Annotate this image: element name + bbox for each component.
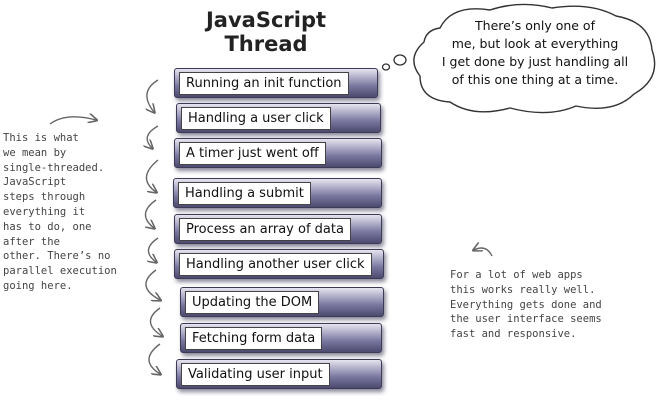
left-annotation: This is what we mean by single-threaded.… — [3, 131, 117, 294]
task-label: Handling a user click — [181, 107, 331, 130]
task-label: Fetching form data — [185, 327, 323, 350]
note-line: this works really well. — [450, 283, 596, 296]
task-label: Handling a submit — [178, 182, 311, 205]
note-line: single-threaded. — [3, 161, 105, 174]
note-line: has to do, one — [3, 220, 92, 233]
note-line: steps through — [3, 191, 86, 204]
note-line: JavaScript — [3, 176, 67, 189]
thought-dot-large — [393, 54, 407, 66]
title-line-2: Thread — [224, 32, 308, 56]
thought-cloud-shape — [413, 3, 656, 114]
task-block: Updating the DOM — [180, 287, 384, 317]
task-block: Fetching form data — [180, 323, 382, 353]
step-arrow — [148, 237, 158, 262]
step-arrow — [148, 343, 160, 374]
task-label: Process an array of data — [179, 218, 351, 241]
task-label: A timer just went off — [179, 142, 326, 165]
note-arrow-right — [474, 248, 493, 257]
right-annotation: For a lot of web apps this works really … — [450, 268, 602, 342]
note-line: we mean by — [3, 146, 67, 159]
note-line: Everything gets done and — [450, 298, 602, 311]
task-label: Running an init function — [179, 72, 349, 95]
note-line: For a lot of web apps — [450, 269, 583, 281]
task-block: Process an array of data — [174, 214, 382, 244]
note-line: going here. — [3, 279, 73, 292]
step-arrow — [145, 159, 158, 192]
note-line: the user interface seems — [450, 313, 602, 326]
step-arrow — [149, 307, 162, 336]
thought-bubble-text: There’s only one of me, but look at ever… — [428, 17, 642, 89]
task-block: Handling a user click — [176, 103, 381, 133]
note-line: everything it — [3, 205, 86, 218]
step-arrow — [144, 199, 156, 228]
note-line: This is what — [3, 132, 79, 144]
note-line: other. There’s no — [3, 250, 111, 263]
task-label: Handling another user click — [179, 253, 372, 276]
task-label: Updating the DOM — [185, 291, 320, 314]
thought-line: of this one thing at a time. — [451, 72, 619, 87]
thought-line: me, but look at everything — [451, 36, 619, 51]
task-block: A timer just went off — [174, 138, 382, 168]
thought-line: There’s only one of — [475, 18, 595, 33]
note-line: fast and responsive. — [450, 328, 577, 341]
note-line: parallel execution — [3, 265, 117, 278]
title-line-1: JavaScript — [205, 8, 327, 32]
diagram-title: JavaScript Thread — [196, 8, 336, 56]
step-arrow — [147, 125, 159, 148]
task-label: Validating user input — [181, 363, 330, 386]
task-block: Handling another user click — [174, 249, 384, 279]
task-block: Running an init function — [174, 68, 378, 98]
note-arrow-left — [49, 117, 96, 125]
thought-line: I get done by just handling all — [441, 54, 629, 69]
task-block: Validating user input — [176, 359, 382, 389]
thought-dot-small — [381, 63, 391, 71]
step-arrow — [147, 79, 159, 112]
step-arrow — [145, 269, 160, 300]
note-line: after the — [3, 235, 60, 248]
task-block: Handling a submit — [173, 178, 382, 208]
